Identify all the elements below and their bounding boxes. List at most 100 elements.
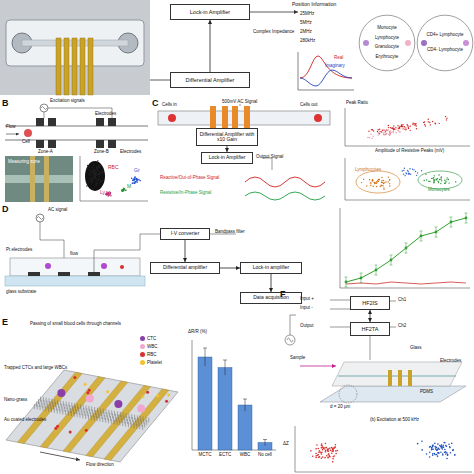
data-points — [326, 455, 328, 457]
small-cell — [73, 376, 76, 379]
time-course-chart — [345, 217, 468, 284]
data-points — [105, 193, 107, 195]
data-points — [445, 116, 446, 117]
data-points — [93, 165, 94, 166]
data-points — [382, 185, 383, 186]
data-points — [424, 124, 425, 125]
circuit-wire — [370, 336, 371, 360]
data-points — [408, 128, 409, 129]
data-points — [451, 443, 453, 445]
data-points — [94, 186, 95, 187]
data-points — [318, 454, 320, 456]
text-label: Real — [334, 56, 343, 61]
data-points — [403, 170, 404, 171]
data-points — [443, 442, 445, 444]
nano-grass — [143, 416, 144, 421]
channel-schematic — [210, 106, 216, 128]
electrode-schematic — [5, 104, 148, 148]
nano-grass — [128, 422, 129, 427]
time-course-chart — [465, 217, 468, 220]
text-label: AC signal — [48, 208, 67, 213]
data-points — [389, 183, 390, 184]
data-points — [331, 447, 333, 449]
nano-grass — [73, 409, 74, 414]
bar-chart — [192, 340, 276, 450]
nano-grass — [115, 414, 116, 419]
circle-outline — [359, 15, 415, 71]
data-points — [328, 453, 330, 455]
data-points — [438, 174, 439, 175]
data-points — [131, 176, 141, 184]
data-points — [310, 443, 338, 463]
nano-grass — [141, 419, 142, 424]
data-points — [87, 165, 88, 166]
data-points — [96, 182, 97, 183]
nano-grass — [86, 405, 87, 410]
sensor-schematic — [36, 214, 44, 222]
nano-grass — [109, 413, 110, 418]
data-points — [432, 454, 434, 456]
data-points — [386, 133, 387, 134]
data-points — [318, 448, 320, 450]
trapped-cell — [86, 395, 94, 403]
nano-grass — [112, 413, 113, 418]
nano-grass — [135, 418, 136, 423]
nano-grass — [103, 412, 104, 417]
data-points — [89, 174, 90, 175]
legend-swatch — [140, 352, 145, 357]
data-points — [316, 444, 318, 446]
data-points — [405, 172, 406, 173]
data-points — [432, 121, 433, 122]
data-points — [440, 183, 441, 184]
data-points — [392, 132, 393, 133]
data-points — [445, 182, 446, 183]
nano-grass — [39, 402, 40, 407]
data-points — [383, 132, 384, 133]
data-points — [335, 444, 337, 446]
data-points — [94, 170, 95, 171]
data-points — [89, 169, 90, 170]
nano-grass — [128, 414, 129, 419]
data-points — [434, 179, 435, 180]
node-text: HF2IS — [362, 300, 378, 306]
data-points — [109, 191, 111, 193]
nano-grass — [58, 403, 59, 408]
nano-grass — [84, 411, 85, 416]
text-label: Flow direction — [86, 463, 114, 468]
output-waveform — [245, 192, 325, 200]
data-points — [98, 171, 99, 172]
text-label: Electrodes — [440, 359, 461, 364]
text-label: Reactive/Out-of-Phase Signal — [160, 176, 219, 181]
data-points — [379, 179, 380, 180]
data-points — [437, 181, 438, 182]
node-text: Differential Amplifier — [186, 77, 235, 83]
text-label: Ch2 — [398, 324, 406, 329]
data-points — [401, 125, 402, 126]
impedance-plot — [298, 52, 354, 90]
data-points — [98, 164, 99, 165]
micrograph — [5, 156, 73, 202]
data-points — [96, 167, 97, 168]
cell-sketch — [463, 40, 469, 46]
nano-grass — [139, 424, 140, 429]
data-points — [97, 178, 98, 179]
sensor-schematic — [37, 217, 43, 220]
data-points — [389, 131, 390, 132]
nano-grass — [129, 417, 130, 422]
data-points — [318, 451, 320, 453]
data-points — [95, 184, 96, 185]
data-points — [404, 168, 405, 169]
cell-sketch — [363, 40, 369, 46]
data-points — [367, 127, 406, 139]
nano-grass — [48, 407, 49, 412]
panel-letter: B — [2, 99, 9, 108]
gold-electrode — [63, 381, 128, 452]
data-points — [92, 167, 93, 168]
data-points — [435, 447, 437, 449]
data-points — [397, 125, 398, 126]
data-points — [92, 176, 93, 177]
data-points — [445, 181, 446, 182]
data-points — [109, 194, 111, 196]
data-points — [91, 170, 92, 171]
data-points — [409, 126, 410, 127]
